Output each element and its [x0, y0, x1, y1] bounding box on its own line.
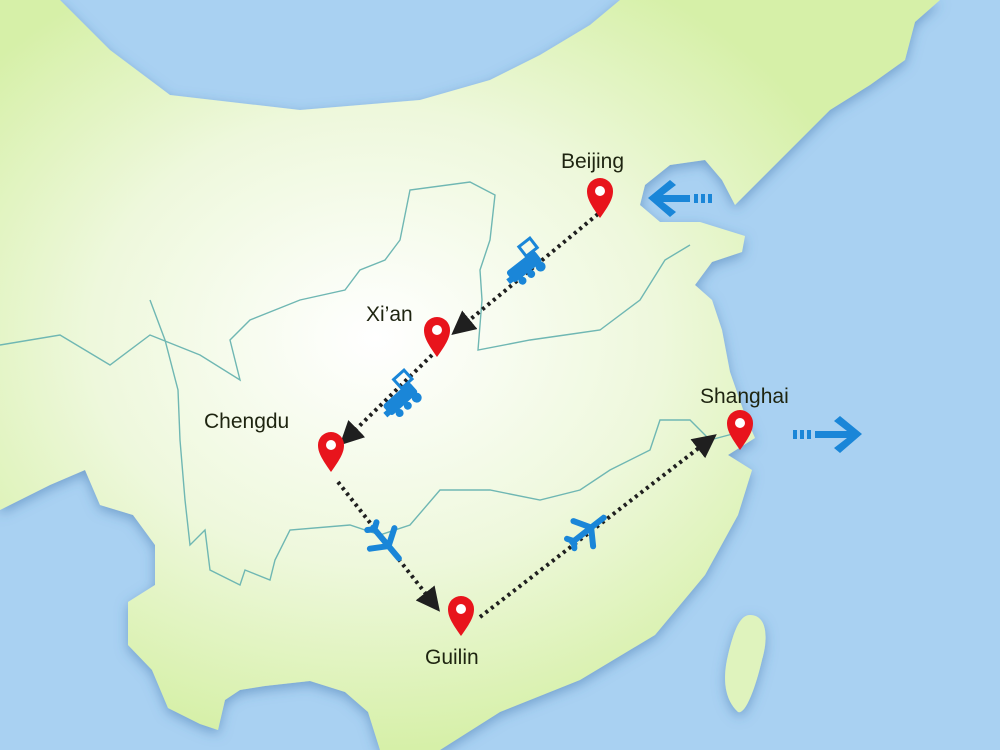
rivers — [0, 181, 741, 586]
city-label-beijing: Beijing — [561, 150, 625, 173]
mainland — [0, 0, 940, 750]
yangtze-river — [149, 299, 741, 586]
route-chengdu-guilin — [336, 480, 440, 612]
arrow-right-icon — [793, 416, 862, 453]
city-label-xian: Xi’an — [366, 303, 413, 326]
taiwan — [725, 615, 766, 713]
yellow-river — [0, 181, 691, 382]
arrow-left-icon — [648, 180, 712, 217]
city-label-chengdu: Chengdu — [204, 410, 290, 433]
city-label-shanghai: Shanghai — [700, 385, 789, 408]
city-label-guilin: Guilin — [425, 646, 479, 669]
